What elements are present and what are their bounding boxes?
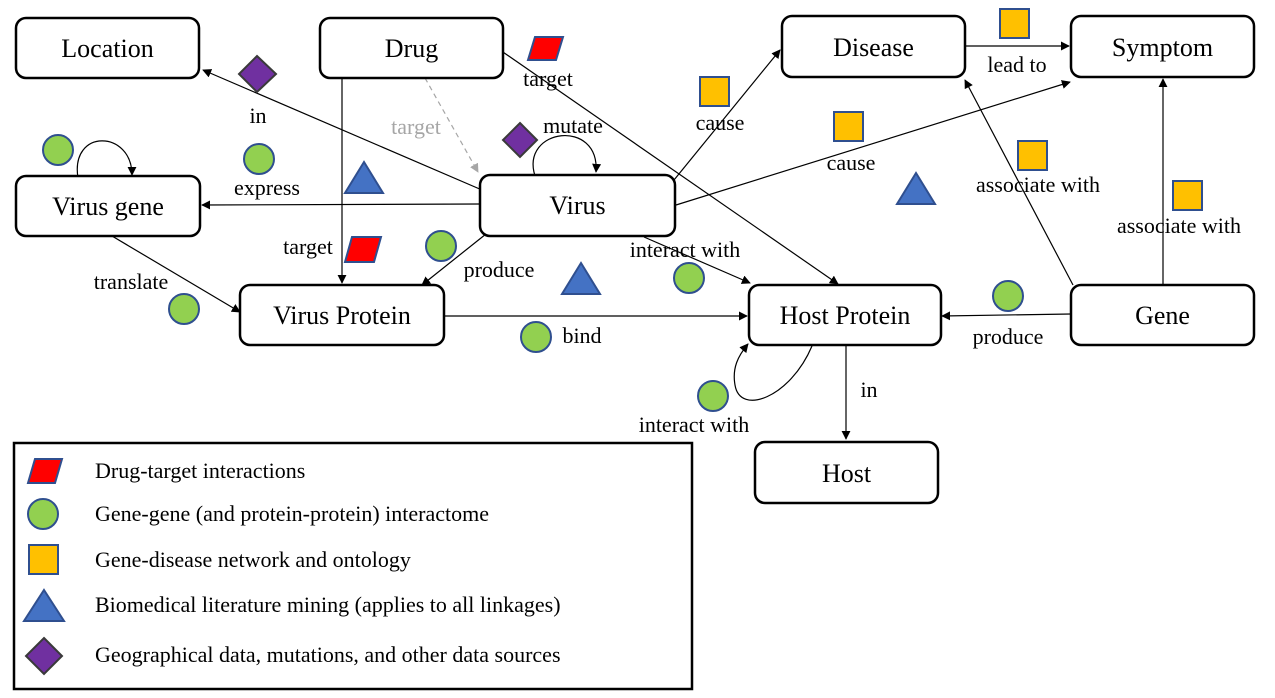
node-virus-protein-label: Virus Protein	[273, 301, 411, 330]
label-drug-virus-protein: target	[283, 234, 333, 259]
node-gene: Gene	[1069, 283, 1256, 347]
drug-target-parallelogram-marker	[343, 236, 383, 263]
legend-label: Gene-gene (and protein-protein) interact…	[95, 501, 489, 526]
gene-disease-square-marker	[1172, 180, 1203, 211]
edge-virus-gene-self-loop	[76, 140, 137, 179]
interactome-circle-marker	[42, 134, 74, 166]
legend-item-literature: Biomedical literature mining (applies to…	[22, 588, 561, 622]
label-drug-virus: target	[391, 114, 441, 139]
gene-disease-square-marker	[833, 111, 864, 142]
legend-triangle-icon	[22, 588, 66, 622]
edge-virus-host-protein	[643, 236, 751, 284]
label-virus-protein-host-protein: bind	[562, 323, 601, 348]
literature-triangle-marker	[343, 160, 385, 194]
interactome-circle-marker	[697, 380, 729, 412]
literature-triangle-marker	[560, 261, 602, 295]
legend-label: Biomedical literature mining (applies to…	[95, 592, 561, 617]
label-virus-disease: cause	[696, 110, 745, 135]
node-gene-label: Gene	[1135, 301, 1190, 330]
geographical-diamond-marker	[501, 121, 539, 159]
literature-triangle-marker	[895, 171, 937, 205]
node-virus-gene: Virus gene	[14, 174, 202, 238]
interactome-circle-marker	[673, 262, 705, 294]
label-gene-disease: associate with	[976, 172, 1100, 197]
label-virus-virus-gene: express	[234, 175, 300, 200]
node-disease: Disease	[780, 14, 967, 79]
edge-virus-virus-gene	[201, 200, 481, 210]
edge-virus-symptom	[675, 80, 1071, 206]
gene-disease-square-marker	[999, 8, 1030, 39]
legend-item-interactome: Gene-gene (and protein-protein) interact…	[27, 498, 489, 530]
edge-virus-disease	[673, 49, 781, 181]
label-virus-mutate: mutate	[543, 113, 603, 138]
edge-gene-disease	[964, 79, 1074, 286]
legend-square-icon	[28, 544, 59, 575]
label-drug-host-protein: target	[523, 66, 573, 91]
nodes: Location Drug Disease Symptom Virus gene…	[14, 14, 1256, 505]
interactome-circle-marker	[992, 280, 1024, 312]
edge-virus-mutate-loop	[532, 135, 602, 177]
node-host-protein-label: Host Protein	[780, 301, 911, 330]
drug-target-parallelogram-marker	[526, 36, 565, 61]
label-virus-virus-protein: produce	[464, 257, 535, 282]
label-host-protein-self: interact with	[639, 412, 750, 437]
node-drug: Drug	[318, 16, 505, 80]
legend: Drug-target interactions Gene-gene (and …	[12, 441, 694, 691]
legend-item-geographical: Geographical data, mutations, and other …	[24, 636, 561, 676]
edge-labels: in target target mutate cause cause lead…	[94, 52, 1241, 437]
node-symptom: Symptom	[1069, 14, 1256, 79]
label-gene-symptom: associate with	[1117, 213, 1241, 238]
geographical-diamond-marker	[237, 54, 278, 94]
edge-host-protein-self-loop	[733, 343, 813, 401]
legend-box	[12, 441, 694, 691]
label-virus-host-protein: interact with	[630, 237, 741, 262]
node-location-label: Location	[61, 34, 153, 63]
label-virus-symptom: cause	[827, 150, 876, 175]
label-disease-symptom: lead to	[987, 52, 1046, 77]
edge-drug-host-protein	[499, 49, 839, 285]
legend-item-drug-target: Drug-target interactions	[26, 458, 305, 484]
node-virus-label: Virus	[549, 191, 605, 220]
edge-virus-virus-protein	[421, 233, 487, 286]
label-host-protein-host: in	[860, 377, 877, 402]
legend-circle-icon	[27, 498, 59, 530]
legend-label: Drug-target interactions	[95, 458, 305, 483]
edge-gene-host-protein	[941, 311, 1072, 321]
legend-item-gene-disease: Gene-disease network and ontology	[28, 544, 411, 575]
interactome-circle-marker	[425, 230, 457, 262]
gene-disease-square-marker	[699, 76, 730, 107]
node-disease-label: Disease	[833, 33, 914, 62]
node-virus-gene-label: Virus gene	[52, 192, 164, 221]
legend-diamond-icon	[24, 636, 64, 676]
edges	[76, 41, 1168, 440]
node-location: Location	[14, 16, 201, 80]
gene-disease-square-marker	[1017, 140, 1048, 171]
node-virus: Virus	[478, 173, 677, 238]
label-gene-host-protein: produce	[973, 324, 1044, 349]
node-symptom-label: Symptom	[1112, 33, 1213, 62]
node-virus-protein: Virus Protein	[238, 283, 446, 347]
label-virus-gene-virus-protein: translate	[94, 269, 169, 294]
node-host-label: Host	[822, 459, 872, 488]
interactome-circle-marker	[168, 293, 200, 325]
interactome-circle-marker	[520, 321, 552, 353]
node-host-protein: Host Protein	[747, 283, 943, 347]
node-drug-label: Drug	[385, 34, 438, 63]
edge-virus-gene-virus-protein	[111, 235, 241, 313]
legend-parallelogram-icon	[26, 458, 64, 484]
markers	[42, 8, 1203, 412]
interactome-circle-marker	[243, 143, 275, 175]
legend-label: Geographical data, mutations, and other …	[95, 642, 561, 667]
label-virus-location: in	[249, 103, 266, 128]
legend-label: Gene-disease network and ontology	[95, 547, 411, 572]
node-host: Host	[753, 440, 940, 505]
